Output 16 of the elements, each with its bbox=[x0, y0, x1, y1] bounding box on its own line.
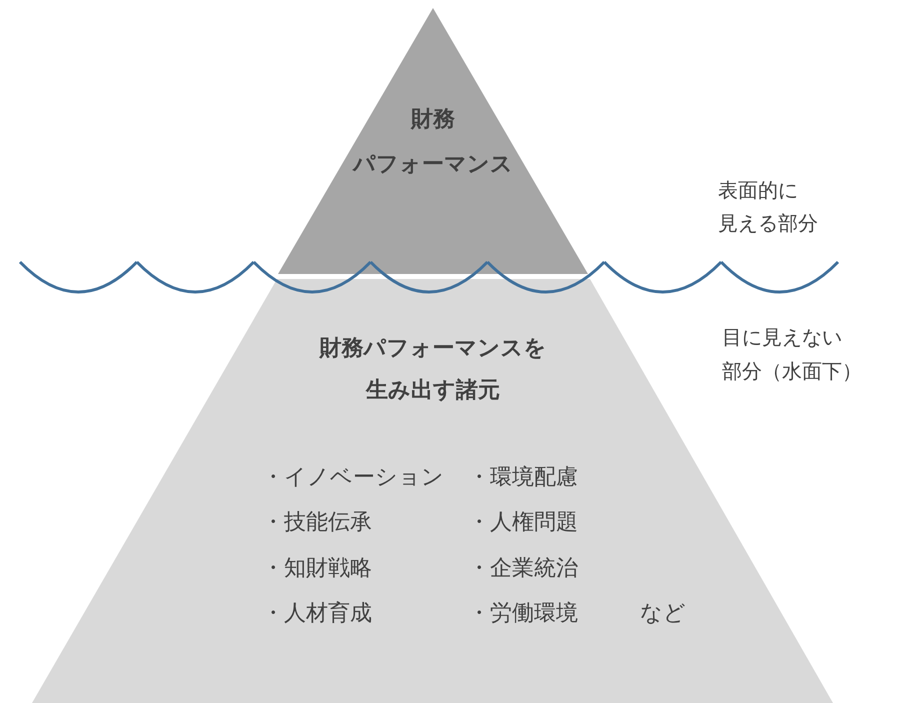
annotation-text: 表面的に bbox=[718, 180, 798, 200]
list-item: ・人材育成 bbox=[262, 603, 372, 625]
list-item: ・技能伝承 bbox=[262, 512, 372, 534]
list-item: ・環境配慮 bbox=[468, 467, 578, 489]
list-item: ・企業統治 bbox=[468, 558, 578, 580]
list-item: ・人権問題 bbox=[468, 512, 578, 534]
list-item: ・イノベーション bbox=[262, 467, 444, 489]
heading-text: パフォーマンス bbox=[353, 154, 513, 176]
heading-text: 財務 bbox=[411, 109, 455, 131]
list-item: ・知財戦略 bbox=[262, 558, 372, 580]
annotation-text: 目に見えない bbox=[722, 327, 842, 347]
annotation-text: 部分（水面下） bbox=[722, 361, 862, 381]
heading-text: 財務パフォーマンスを生み出す諸元 bbox=[318, 335, 548, 405]
list-item: ・労働環境 bbox=[468, 603, 578, 625]
etc-text: など bbox=[640, 603, 686, 625]
annotation-text: 見える部分 bbox=[718, 213, 818, 233]
